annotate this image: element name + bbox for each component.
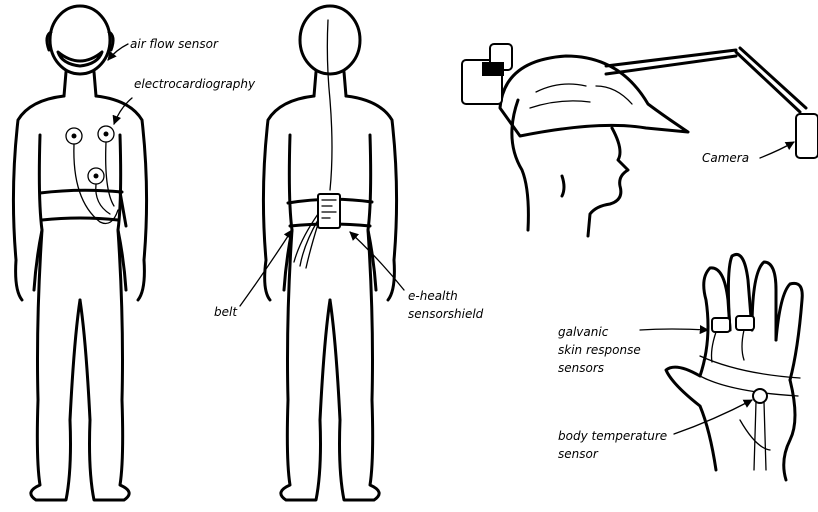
svg-text:galvanic: galvanic [558,325,609,339]
label-electrocardiography: electrocardiography [114,77,256,124]
label-camera: Camera [702,142,794,165]
label-body-temperature-sensor: body temperature sensor [558,400,752,461]
svg-text:electrocardiography: electrocardiography [134,77,256,91]
helmet-light-module [462,44,512,104]
svg-text:air flow sensor: air flow sensor [130,37,219,51]
airflow-sensor-mask [58,52,102,66]
svg-text:skin response: skin response [558,343,641,357]
temperature-sensor-probe [753,389,767,470]
head-profile [512,100,628,236]
ecg-electrodes [66,126,118,224]
svg-text:sensorshield: sensorshield [408,307,484,321]
gsr-finger-sensors [712,316,755,362]
svg-text:Camera: Camera [702,151,749,165]
svg-text:belt: belt [214,305,238,319]
camera-mount-arm [606,48,806,112]
svg-text:body temperature: body temperature [558,429,667,443]
svg-text:e-health: e-health [408,289,458,303]
label-belt: belt [214,230,292,319]
svg-text:sensors: sensors [558,361,604,375]
camera-device [796,114,818,158]
front-belt [40,190,126,226]
label-gsr-sensors: galvanic skin response sensors [558,325,708,375]
back-body-figure [263,6,396,500]
hand-drawing [666,254,802,480]
front-body-figure [13,6,146,500]
ehealth-shield-box [294,194,340,268]
svg-text:sensor: sensor [558,447,599,461]
label-air-flow-sensor: air flow sensor [108,37,219,60]
